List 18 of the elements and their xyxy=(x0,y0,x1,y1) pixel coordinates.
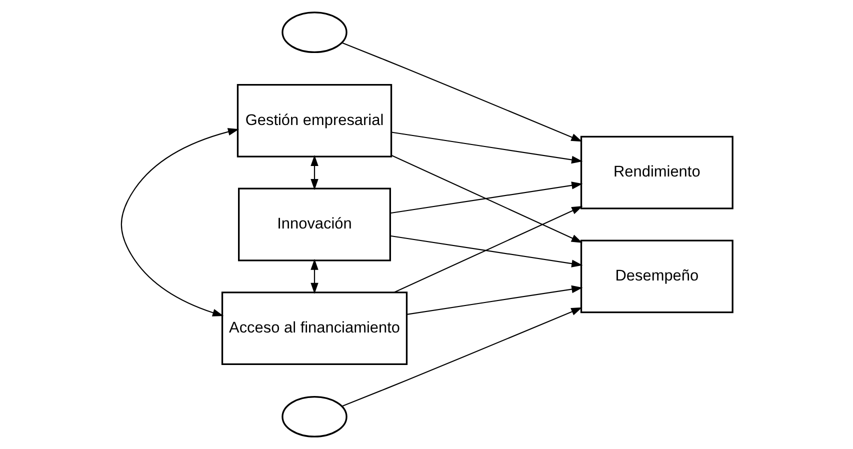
arrow xyxy=(341,307,582,407)
arrow xyxy=(310,258,318,294)
arrow xyxy=(120,128,239,316)
arrow xyxy=(310,154,318,190)
arrow xyxy=(390,154,582,243)
arrow xyxy=(390,235,582,268)
node-box: Innovación xyxy=(238,188,390,262)
node-box: Rendimiento xyxy=(580,136,733,210)
node-circle xyxy=(281,12,347,54)
node-box: Gestión empresarial xyxy=(236,84,392,158)
arrow xyxy=(406,285,582,315)
arrow xyxy=(390,182,582,214)
node-box: Desempeño xyxy=(580,240,733,314)
arrow xyxy=(341,42,582,142)
node-circle xyxy=(281,396,347,438)
node-box: Acceso al financiamiento xyxy=(220,292,408,366)
arrow xyxy=(390,132,582,164)
arrow xyxy=(393,206,582,293)
